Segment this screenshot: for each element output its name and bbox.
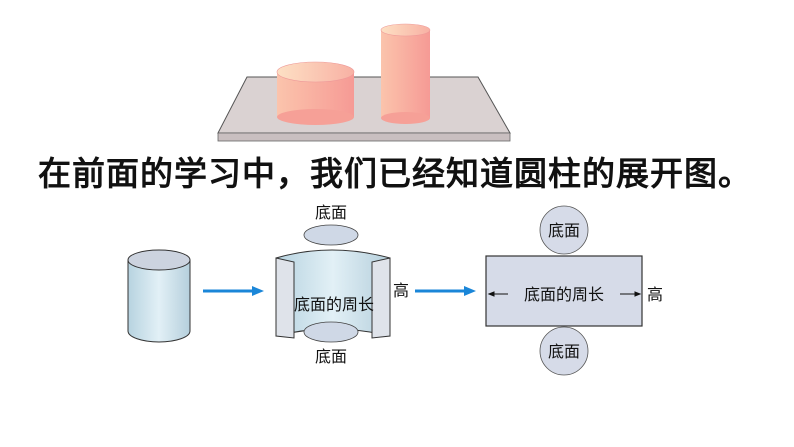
dimension-arrow-right [620,291,642,297]
top-base-ellipse [303,224,359,246]
open-circumference-label: 底面的周长 [294,295,374,314]
net-rectangle [485,255,643,327]
open-cylinder [275,224,391,343]
headline-text: 在前面的学习中，我们已经知道圆柱的展开图。 [38,154,752,193]
arrow-icon [203,286,264,296]
net-height-label: 高 [647,285,663,304]
table-edge [217,132,511,142]
open-height-label: 高 [393,281,409,300]
table-scene [217,23,511,142]
table-top [217,76,511,134]
bottom-base-ellipse [303,321,359,343]
net-bottom-circle-label: 底面 [548,342,580,361]
net-top-circle [539,205,589,255]
arrow-icon [415,286,476,296]
short-pink-cylinder [276,61,355,125]
cylinder-net [485,205,643,376]
tall-pink-cylinder [380,23,431,124]
dimension-arrow-left [487,291,508,297]
open-top-base-label: 底面 [315,203,347,222]
net-bottom-circle [539,326,589,376]
blue-cylinder [127,249,191,343]
net-top-circle-label: 底面 [548,221,580,240]
open-bottom-base-label: 底面 [315,347,347,366]
net-rect-label: 底面的周长 [524,285,604,304]
